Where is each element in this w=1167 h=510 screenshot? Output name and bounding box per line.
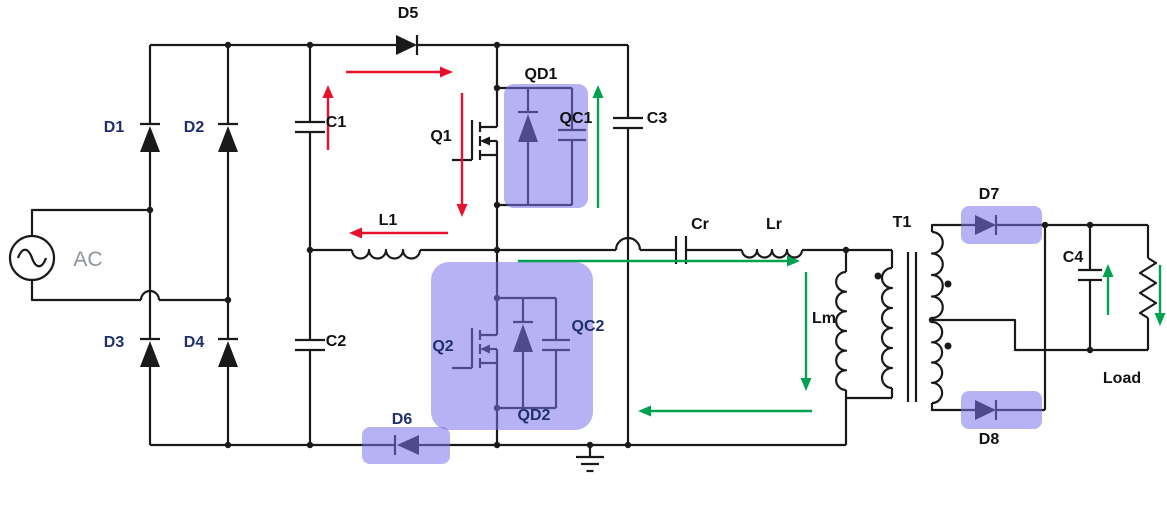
label-q2: Q2 [432,338,453,355]
label-d7: D7 [979,186,1000,203]
transformer-t1 [835,230,952,445]
label-d3: D3 [104,334,125,351]
label-ac: AC [73,248,102,271]
secondary-bottom-lead [930,403,975,412]
red-current-arrow-q1-down [456,93,468,217]
highlight-d7 [961,206,1042,244]
load-resistor [1138,225,1158,350]
primary-polarity-dot [874,272,882,280]
secondary-top-lead [930,223,975,232]
label-c2: C2 [326,333,347,350]
diode-d4 [218,337,238,445]
label-c4: C4 [1063,249,1084,266]
red-current-arrow-top-rail-right [346,66,453,78]
wire-hop-c3 [614,236,642,251]
junction-dots [146,41,1094,449]
primary-winding [846,250,894,400]
bridge-rectifier [140,45,238,445]
magnetizing-inductor-lm [835,250,848,445]
label-lm: Lm [812,310,836,327]
secondary-rectifier [930,215,1148,420]
label-t1: T1 [893,214,912,231]
green-current-arrow-lm-down [800,272,812,391]
label-d4: D4 [184,334,205,351]
label-d5: D5 [398,5,419,22]
diode-d2 [218,45,238,339]
red-current-arrow-c1-up [322,85,334,150]
secondary-polarity-dot-bottom [944,342,952,350]
transformer-core [906,252,918,402]
highlight-d6 [362,427,450,464]
green-current-arrow-return-left [638,405,812,417]
capacitor-c3 [613,45,643,445]
inductor-l1 [350,248,422,260]
highlight-q2-cell [431,262,593,430]
label-cr: Cr [691,216,709,233]
green-current-arrow-resonant-tank-right [518,255,800,267]
label-lr: Lr [766,216,782,233]
label-d6: D6 [392,411,413,428]
label-qd1: QD1 [525,66,558,83]
green-current-arrow-c4-up [1102,264,1114,315]
capacitor-c2 [295,250,325,445]
label-d8: D8 [979,431,1000,448]
label-d2: D2 [184,119,205,136]
label-q1: Q1 [430,128,451,145]
inductor-lr [740,248,804,259]
green-current-arrow-qc1-up [592,85,604,208]
label-c1: C1 [326,114,347,131]
output-capacitor-c4 [1078,225,1102,350]
highlight-qd1-qc1 [504,84,588,208]
diode-d5 [396,35,419,55]
red-current-arrow-l1-left [349,227,448,239]
label-c3: C3 [647,110,668,127]
green-current-arrow-load-down [1154,265,1166,326]
label-load: Load [1103,370,1141,387]
diode-d1 [140,45,160,339]
highlight-d8 [961,391,1042,429]
label-d1: D1 [104,119,125,136]
secondary-polarity-dot-top [944,280,952,288]
label-l1: L1 [379,212,398,229]
label-qc2: QC2 [572,318,605,335]
label-qd2: QD2 [518,407,551,424]
ground-symbol [576,445,604,473]
capacitor-c1 [295,45,325,250]
ac-source [8,208,228,302]
diode-d3 [140,337,160,445]
label-qc1: QC1 [560,110,593,127]
center-tap-return [932,318,1148,352]
mosfet-q1 [452,45,499,250]
